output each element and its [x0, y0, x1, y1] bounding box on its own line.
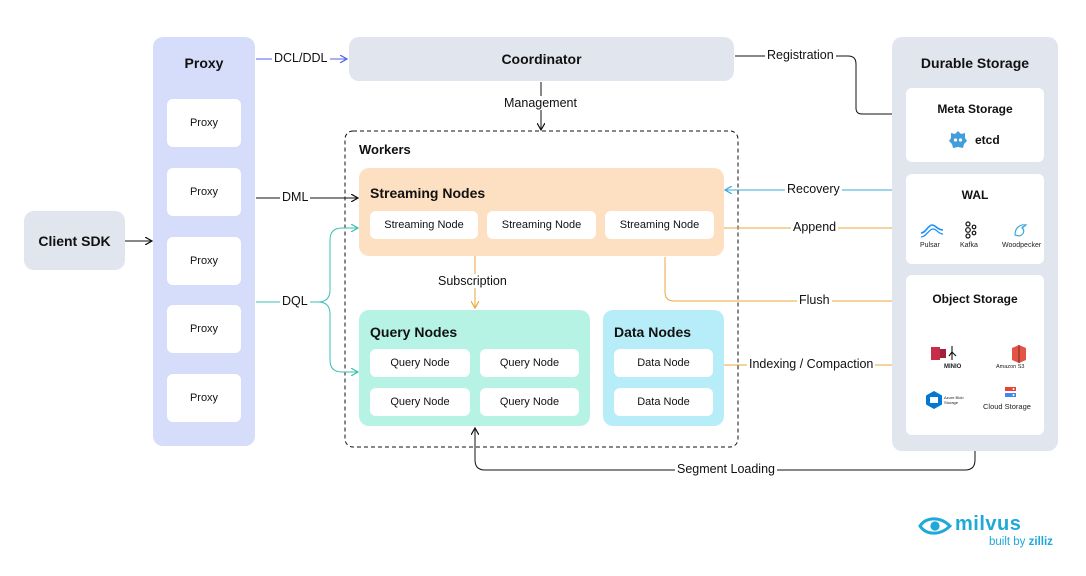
proxy-title: Proxy	[184, 55, 224, 71]
azure-blob-label: Azure Blob Storage	[944, 395, 964, 405]
query-node: Query Node	[480, 349, 579, 377]
etcd-icon	[949, 131, 967, 148]
woodpecker-label: Woodpecker	[1002, 242, 1042, 249]
meta-storage-box: Meta Storage etcd	[906, 88, 1044, 162]
milvus-logo: milvus built by zilliz	[918, 513, 1060, 554]
object-storage-box: Object Storage MINIO Amazon S3 Azure Blo…	[906, 275, 1044, 435]
minio-label: MINIO	[944, 364, 962, 370]
data-node: Data Node	[614, 388, 713, 416]
object-storage-title: Object Storage	[932, 292, 1018, 306]
amazon-s3-icon	[1012, 345, 1026, 363]
kafka-icon	[965, 221, 977, 239]
milvus-tagline: built by zilliz	[989, 536, 1053, 548]
query-node: Query Node	[370, 388, 470, 416]
etcd-label: etcd	[975, 133, 1000, 147]
kafka-label: Kafka	[960, 242, 978, 249]
amazon-s3-label: Amazon S3	[996, 364, 1025, 370]
minio-icon	[931, 346, 957, 360]
workers-boundary	[344, 130, 739, 448]
proxy-node: Proxy	[167, 305, 241, 353]
cloud-storage-icon	[1005, 387, 1016, 397]
query-node: Query Node	[480, 388, 579, 416]
durable-storage-panel: Durable Storage Meta Storage etcd WAL Pu…	[892, 37, 1058, 451]
data-node: Data Node	[614, 349, 713, 377]
label-dql: DQL	[280, 294, 310, 308]
label-subscription: Subscription	[436, 274, 509, 288]
streaming-node: Streaming Node	[487, 211, 596, 239]
proxy-panel: Proxy Proxy Proxy Proxy Proxy Proxy	[153, 37, 255, 446]
client-sdk: Client SDK	[24, 211, 125, 270]
milvus-wordmark: milvus	[955, 513, 1022, 535]
label-segment-loading: Segment Loading	[675, 462, 777, 476]
streaming-nodes-panel: Streaming Nodes Streaming Node Streaming…	[359, 168, 724, 256]
label-registration: Registration	[765, 48, 836, 62]
proxy-node: Proxy	[167, 237, 241, 285]
workers-title: Workers	[359, 142, 411, 157]
wal-box: WAL Pulsar Kafka Woodpecker	[906, 174, 1044, 264]
milvus-eye-icon	[918, 517, 952, 535]
cloud-storage-label: Cloud Storage	[983, 402, 1031, 411]
coordinator: Coordinator	[349, 37, 734, 81]
edge-flush	[664, 257, 904, 301]
zilliz-brand: zilliz	[1028, 536, 1053, 548]
woodpecker-icon	[1014, 224, 1028, 237]
label-recovery: Recovery	[785, 182, 842, 196]
wal-title: WAL	[961, 188, 989, 202]
label-append: Append	[791, 220, 839, 234]
streaming-node: Streaming Node	[370, 211, 478, 239]
label-indexing-compaction: Indexing / Compaction	[747, 357, 876, 371]
query-nodes-panel: Query Nodes Query Node Query Node Query …	[359, 310, 590, 426]
proxy-node: Proxy	[167, 374, 241, 422]
query-node: Query Node	[370, 349, 470, 377]
query-nodes-title: Query Nodes	[370, 324, 458, 340]
edge-dql-up	[317, 228, 358, 303]
data-nodes-panel: Data Nodes Data Node Data Node	[603, 310, 724, 426]
streaming-nodes-title: Streaming Nodes	[370, 185, 486, 201]
data-nodes-title: Data Nodes	[614, 324, 692, 340]
proxy-node: Proxy	[167, 168, 241, 216]
label-dml: DML	[280, 190, 311, 204]
tagline-text: built by	[989, 536, 1026, 548]
label-flush: Flush	[797, 293, 832, 307]
streaming-node: Streaming Node	[605, 211, 714, 239]
durable-storage-title: Durable Storage	[920, 55, 1030, 71]
label-dcl-ddl: DCL/DDL	[272, 51, 330, 65]
proxy-node: Proxy	[167, 99, 241, 147]
edge-dql-down	[317, 301, 358, 372]
meta-storage-title: Meta Storage	[937, 102, 1013, 116]
pulsar-label: Pulsar	[920, 242, 940, 249]
label-management: Management	[502, 96, 579, 110]
azure-blob-icon	[926, 391, 942, 409]
edge-registration	[735, 55, 904, 114]
pulsar-icon	[920, 224, 944, 238]
